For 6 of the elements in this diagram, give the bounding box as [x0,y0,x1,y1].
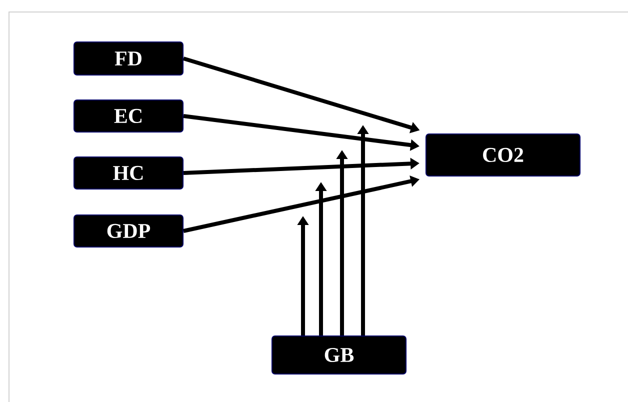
variable-box: FD [74,42,184,76]
variable-box: GDP [74,214,184,248]
variable-box: GB [272,336,406,374]
variable-box: CO2 [426,134,580,176]
variable-box: HC [74,156,184,190]
variable-box: EC [74,100,184,132]
